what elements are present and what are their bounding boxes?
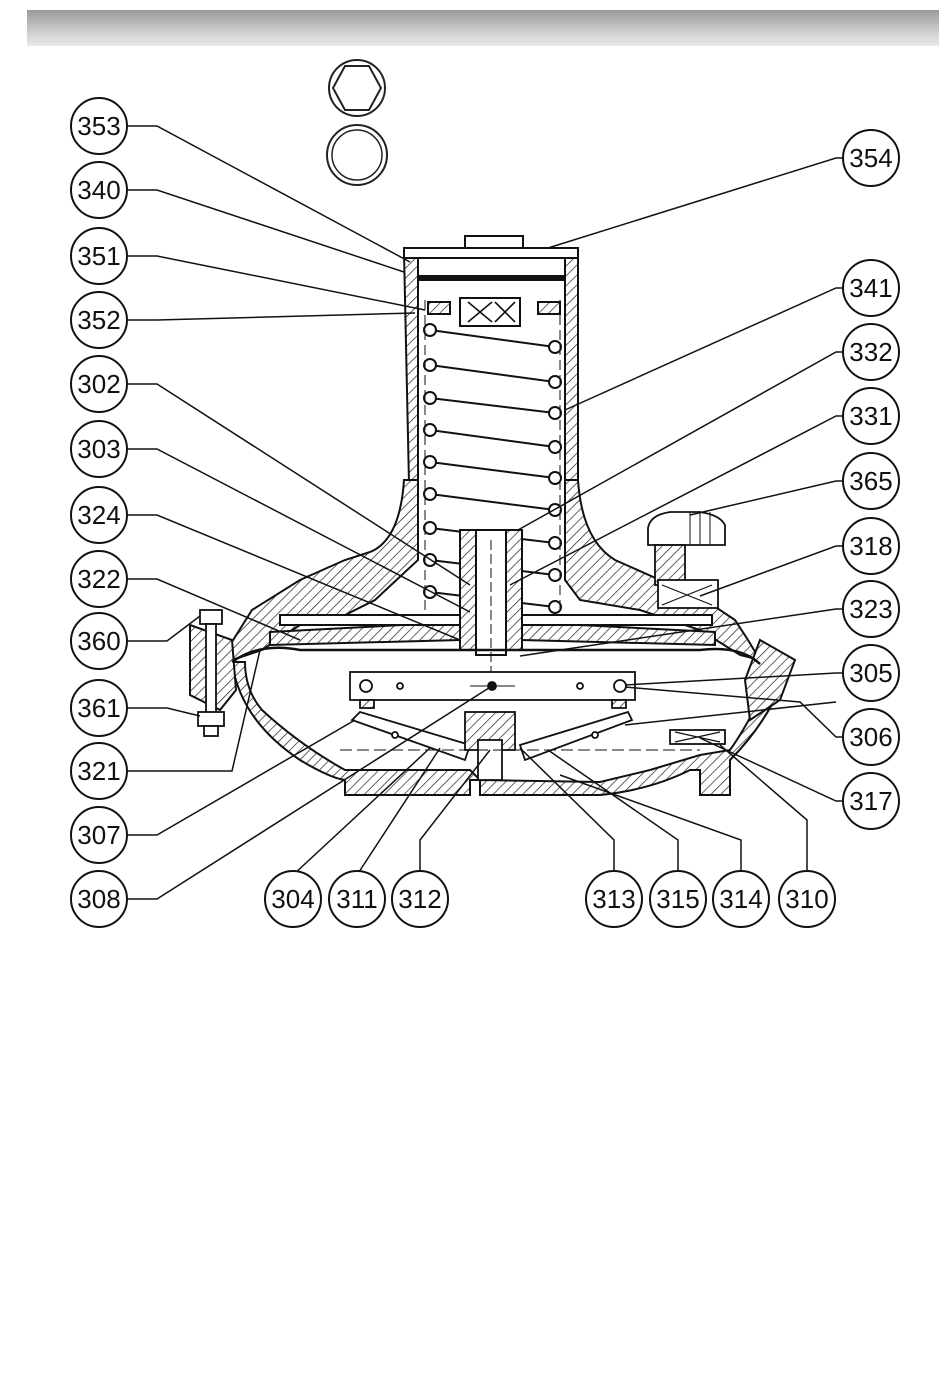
callout-312: 312: [392, 871, 448, 927]
callout-314: 314: [713, 871, 769, 927]
svg-text:354: 354: [849, 143, 892, 173]
callout-351: 351: [71, 228, 127, 284]
svg-text:303: 303: [77, 434, 120, 464]
svg-text:365: 365: [849, 466, 892, 496]
callout-307: 307: [71, 807, 127, 863]
cap-plate: [404, 248, 578, 258]
hexagon-symbol: [329, 60, 385, 116]
callout-304: 304: [265, 871, 321, 927]
svg-text:321: 321: [77, 756, 120, 786]
svg-text:305: 305: [849, 658, 892, 688]
callout-352: 352: [71, 292, 127, 348]
cap-ring-bar: [418, 276, 565, 280]
svg-text:307: 307: [77, 820, 120, 850]
svg-text:353: 353: [77, 111, 120, 141]
svg-text:322: 322: [77, 564, 120, 594]
svg-text:310: 310: [785, 884, 828, 914]
callout-321: 321: [71, 743, 127, 799]
svg-text:323: 323: [849, 594, 892, 624]
svg-text:351: 351: [77, 241, 120, 271]
callout-305: 305: [843, 645, 899, 701]
svg-text:311: 311: [336, 884, 377, 914]
callout-302: 302: [71, 356, 127, 412]
callout-353: 353: [71, 98, 127, 154]
svg-text:360: 360: [77, 626, 120, 656]
svg-text:308: 308: [77, 884, 120, 914]
svg-text:304: 304: [271, 884, 314, 914]
callout-323: 323: [843, 581, 899, 637]
svg-text:361: 361: [77, 693, 120, 723]
callout-360: 360: [71, 613, 127, 669]
callout-313: 313: [586, 871, 642, 927]
callout-318: 318: [843, 518, 899, 574]
svg-text:315: 315: [656, 884, 699, 914]
cap-nut: [465, 236, 523, 248]
svg-text:341: 341: [849, 273, 892, 303]
callout-315: 315: [650, 871, 706, 927]
callout-332: 332: [843, 324, 899, 380]
callout-340: 340: [71, 162, 127, 218]
callout-341: 341: [843, 260, 899, 316]
circle-symbol: [327, 125, 387, 185]
svg-text:332: 332: [849, 337, 892, 367]
callout-331: 331: [843, 388, 899, 444]
callout-354: 354: [843, 130, 899, 186]
callout-308: 308: [71, 871, 127, 927]
callout-365: 365: [843, 453, 899, 509]
svg-text:312: 312: [398, 884, 441, 914]
callout-322: 322: [71, 551, 127, 607]
callout-310: 310: [779, 871, 835, 927]
callout-306: 306: [843, 709, 899, 765]
callout-311: 311: [329, 871, 385, 927]
svg-text:324: 324: [77, 500, 120, 530]
svg-text:340: 340: [77, 175, 120, 205]
svg-text:352: 352: [77, 305, 120, 335]
svg-text:302: 302: [77, 369, 120, 399]
callout-324: 324: [71, 487, 127, 543]
callout-303: 303: [71, 421, 127, 477]
svg-text:317: 317: [849, 786, 892, 816]
callout-317: 317: [843, 773, 899, 829]
svg-text:313: 313: [592, 884, 635, 914]
svg-text:331: 331: [849, 401, 892, 431]
callout-361: 361: [71, 680, 127, 736]
svg-text:318: 318: [849, 531, 892, 561]
lever-left: [352, 712, 470, 760]
svg-text:306: 306: [849, 722, 892, 752]
lever-right: [520, 712, 632, 760]
svg-text:314: 314: [719, 884, 762, 914]
